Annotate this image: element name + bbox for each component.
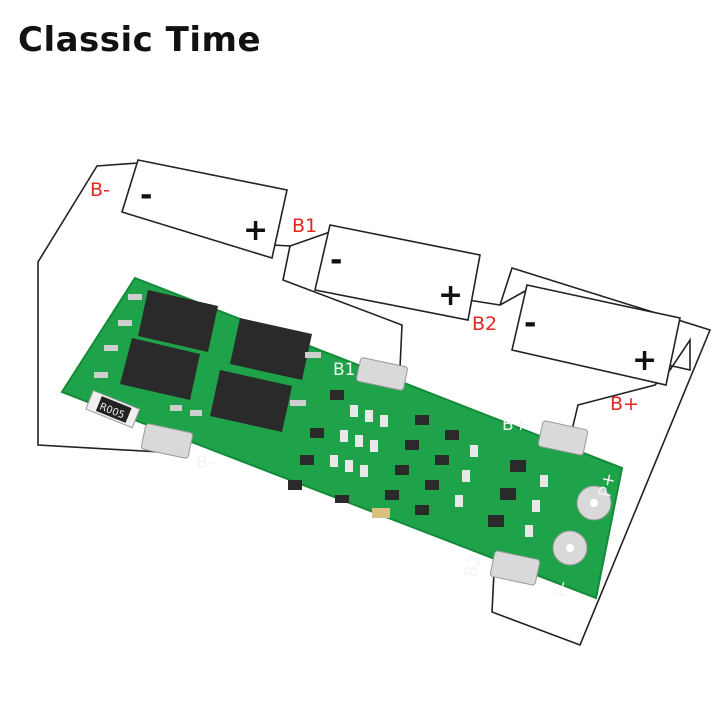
wires — [37, 162, 712, 647]
pad-b-plus — [537, 420, 589, 456]
mosfet-4 — [210, 370, 292, 432]
mosfet-1 — [138, 290, 218, 352]
battery-1: - + — [120, 159, 288, 260]
silk-b2: B2 — [461, 553, 485, 579]
wire-b2-to-b3batt — [499, 289, 528, 306]
passives — [330, 405, 548, 537]
mosfet-3 — [230, 318, 312, 380]
silk-b1: B1 — [333, 360, 355, 380]
battery-3: - + — [511, 284, 681, 386]
wire-b1-to-b2batt — [289, 231, 331, 247]
wire-b1 — [271, 244, 403, 369]
pad-b1 — [356, 357, 408, 391]
battery-2: - + — [314, 224, 481, 321]
label-b1: B1 — [292, 215, 317, 237]
wire-b-plus — [571, 337, 691, 431]
battery-3-negative: - — [524, 306, 536, 341]
pcb-board: R005 — [60, 276, 624, 600]
battery-3-positive: + — [632, 343, 657, 378]
pad-b-minus — [140, 423, 194, 459]
silk-b-plus: B+ — [502, 415, 528, 435]
small-components — [288, 390, 526, 527]
silk-b-minus: B- — [196, 453, 214, 473]
page-title: Classic Time — [18, 20, 262, 60]
wire-b-minus — [37, 162, 161, 453]
battery-1-negative: - — [140, 178, 152, 213]
silk-p-plus: P+ — [595, 471, 620, 499]
mount-hole — [316, 501, 324, 509]
mount-hole — [341, 509, 349, 517]
battery-2-positive: + — [438, 278, 463, 313]
label-b-plus: B+ — [610, 393, 639, 415]
pad-b2 — [489, 550, 541, 586]
mosfet-2 — [120, 338, 200, 400]
mosfet-tabs — [94, 294, 321, 416]
label-b2: B2 — [472, 313, 497, 335]
resistor-r005: R005 — [85, 389, 141, 429]
silk-p-minus: P- — [550, 579, 573, 599]
label-b-minus: B- — [90, 179, 110, 201]
battery-1-positive: + — [243, 213, 268, 248]
mosfets — [120, 290, 312, 432]
battery-2-negative: - — [330, 243, 342, 278]
